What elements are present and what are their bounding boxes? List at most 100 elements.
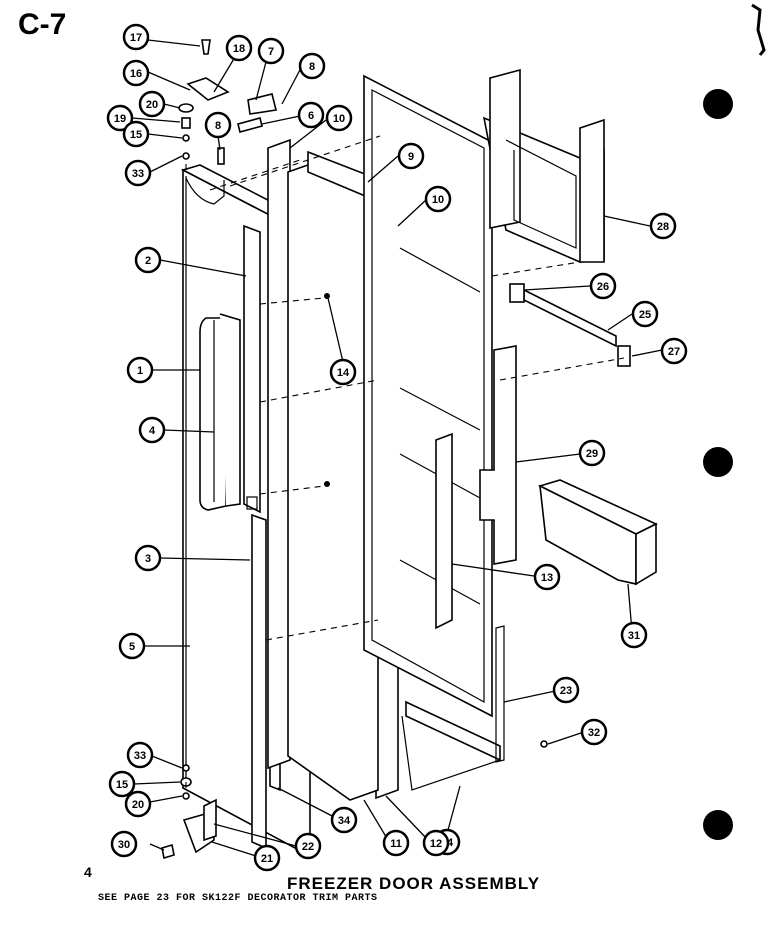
callout-label: 33: [132, 168, 144, 180]
callout-21: 21: [253, 844, 281, 872]
callout-label: 31: [628, 630, 640, 642]
shelf-bar: [435, 432, 453, 630]
screw-14-upper: [324, 293, 330, 299]
callout-label: 19: [114, 113, 126, 125]
screw-14-lower: [324, 481, 330, 487]
alignment-lines: [185, 135, 625, 788]
callout-12: 12: [422, 829, 450, 857]
callout-2: 2: [134, 246, 162, 274]
callout-16: 16: [122, 59, 150, 87]
callout-8b: 8: [204, 111, 232, 139]
callout-label: 13: [541, 572, 553, 584]
callout-4: 4: [138, 416, 166, 444]
callout-8: 8: [298, 52, 326, 80]
callout-label: 8: [215, 120, 221, 132]
callout-label: 6: [308, 110, 314, 122]
callout-label: 9: [408, 151, 414, 163]
callout-label: 15: [130, 129, 142, 141]
callout-29: 29: [578, 439, 606, 467]
callout-label: 8: [309, 61, 315, 73]
callout-label: 26: [597, 281, 609, 293]
callout-label: 20: [132, 799, 144, 811]
page-code: C-7: [18, 8, 67, 41]
side-panel: [479, 345, 517, 565]
insulation-block: [287, 150, 379, 801]
callout-label: 25: [639, 309, 651, 321]
callout-23: 23: [552, 676, 580, 704]
callout-label: 4: [149, 425, 156, 437]
binder-hole-bottom: [703, 810, 733, 840]
upper-bin-bracket: [482, 68, 605, 263]
door-handle: [199, 313, 241, 511]
callout-31: 31: [620, 621, 648, 649]
callout-13: 13: [533, 563, 561, 591]
callout-11: 11: [382, 829, 410, 857]
callout-label: 33: [134, 750, 146, 762]
callout-18: 18: [225, 34, 253, 62]
callout-label: 15: [116, 779, 128, 791]
callout-34: 34: [330, 806, 358, 834]
callout-label: 7: [268, 46, 274, 58]
callout-label: 10: [432, 194, 444, 206]
callout-label: 32: [588, 727, 600, 739]
callout-33b: 33: [126, 741, 154, 769]
binder-hole-top: [703, 89, 733, 119]
storage-bin: [537, 479, 658, 586]
callout-27: 27: [660, 337, 688, 365]
callout-label: 11: [390, 838, 402, 850]
callout-25: 25: [631, 300, 659, 328]
top-hinge-hardware: [178, 39, 277, 165]
callout-label: 21: [261, 853, 273, 865]
callout-10b: 10: [424, 185, 452, 213]
callout-6: 6: [297, 101, 325, 129]
callout-label: 5: [129, 641, 135, 653]
door-gasket-bottom: [401, 625, 505, 791]
callout-26: 26: [589, 272, 617, 300]
screw-32: [540, 740, 548, 748]
callout-1: 1: [126, 356, 154, 384]
callout-33: 33: [124, 159, 152, 187]
callout-label: 20: [146, 99, 158, 111]
callout-label: 30: [118, 839, 130, 851]
door-liner: [363, 74, 493, 718]
callout-10: 10: [325, 104, 353, 132]
callout-28: 28: [649, 212, 677, 240]
callout-3: 3: [134, 544, 162, 572]
callout-label: 3: [145, 553, 151, 565]
callout-label: 12: [430, 838, 442, 850]
scan-mark: [751, 3, 766, 56]
callout-label: 10: [333, 113, 345, 125]
bottom-hinge-hardware: [161, 764, 217, 860]
callout-label: 29: [586, 448, 598, 460]
callout-9: 9: [397, 142, 425, 170]
callout-label: 17: [130, 32, 142, 44]
binder-hole-middle: [703, 447, 733, 477]
callout-17: 17: [122, 23, 150, 51]
callout-label: 22: [302, 841, 314, 853]
callout-label: 2: [145, 255, 151, 267]
leader-lines: [131, 39, 663, 857]
callout-label: 18: [233, 43, 245, 55]
callout-label: 14: [337, 367, 350, 379]
callout-15b: 15: [108, 770, 136, 798]
callout-15: 15: [122, 120, 150, 148]
shelf-rail: [509, 283, 631, 367]
callout-label: 23: [560, 685, 572, 697]
callout-7: 7: [257, 37, 285, 65]
callout-32: 32: [580, 718, 608, 746]
door-trim-strip: [243, 224, 267, 850]
callout-label: 34: [338, 815, 351, 827]
callout-14: 14: [329, 358, 357, 386]
callout-19: 19: [106, 104, 134, 132]
callout-label: 1: [137, 365, 143, 377]
diagram-title: FREEZER DOOR ASSEMBLY: [287, 874, 541, 893]
page-number: 4: [84, 864, 92, 880]
footnote: SEE PAGE 23 FOR SK122F DECORATOR TRIM PA…: [98, 893, 378, 904]
callout-label: 16: [130, 68, 142, 80]
callout-30: 30: [110, 830, 138, 858]
callout-label: 28: [657, 221, 669, 233]
callout-5: 5: [118, 632, 146, 660]
callout-22: 22: [294, 832, 322, 860]
callout-20: 20: [138, 90, 166, 118]
